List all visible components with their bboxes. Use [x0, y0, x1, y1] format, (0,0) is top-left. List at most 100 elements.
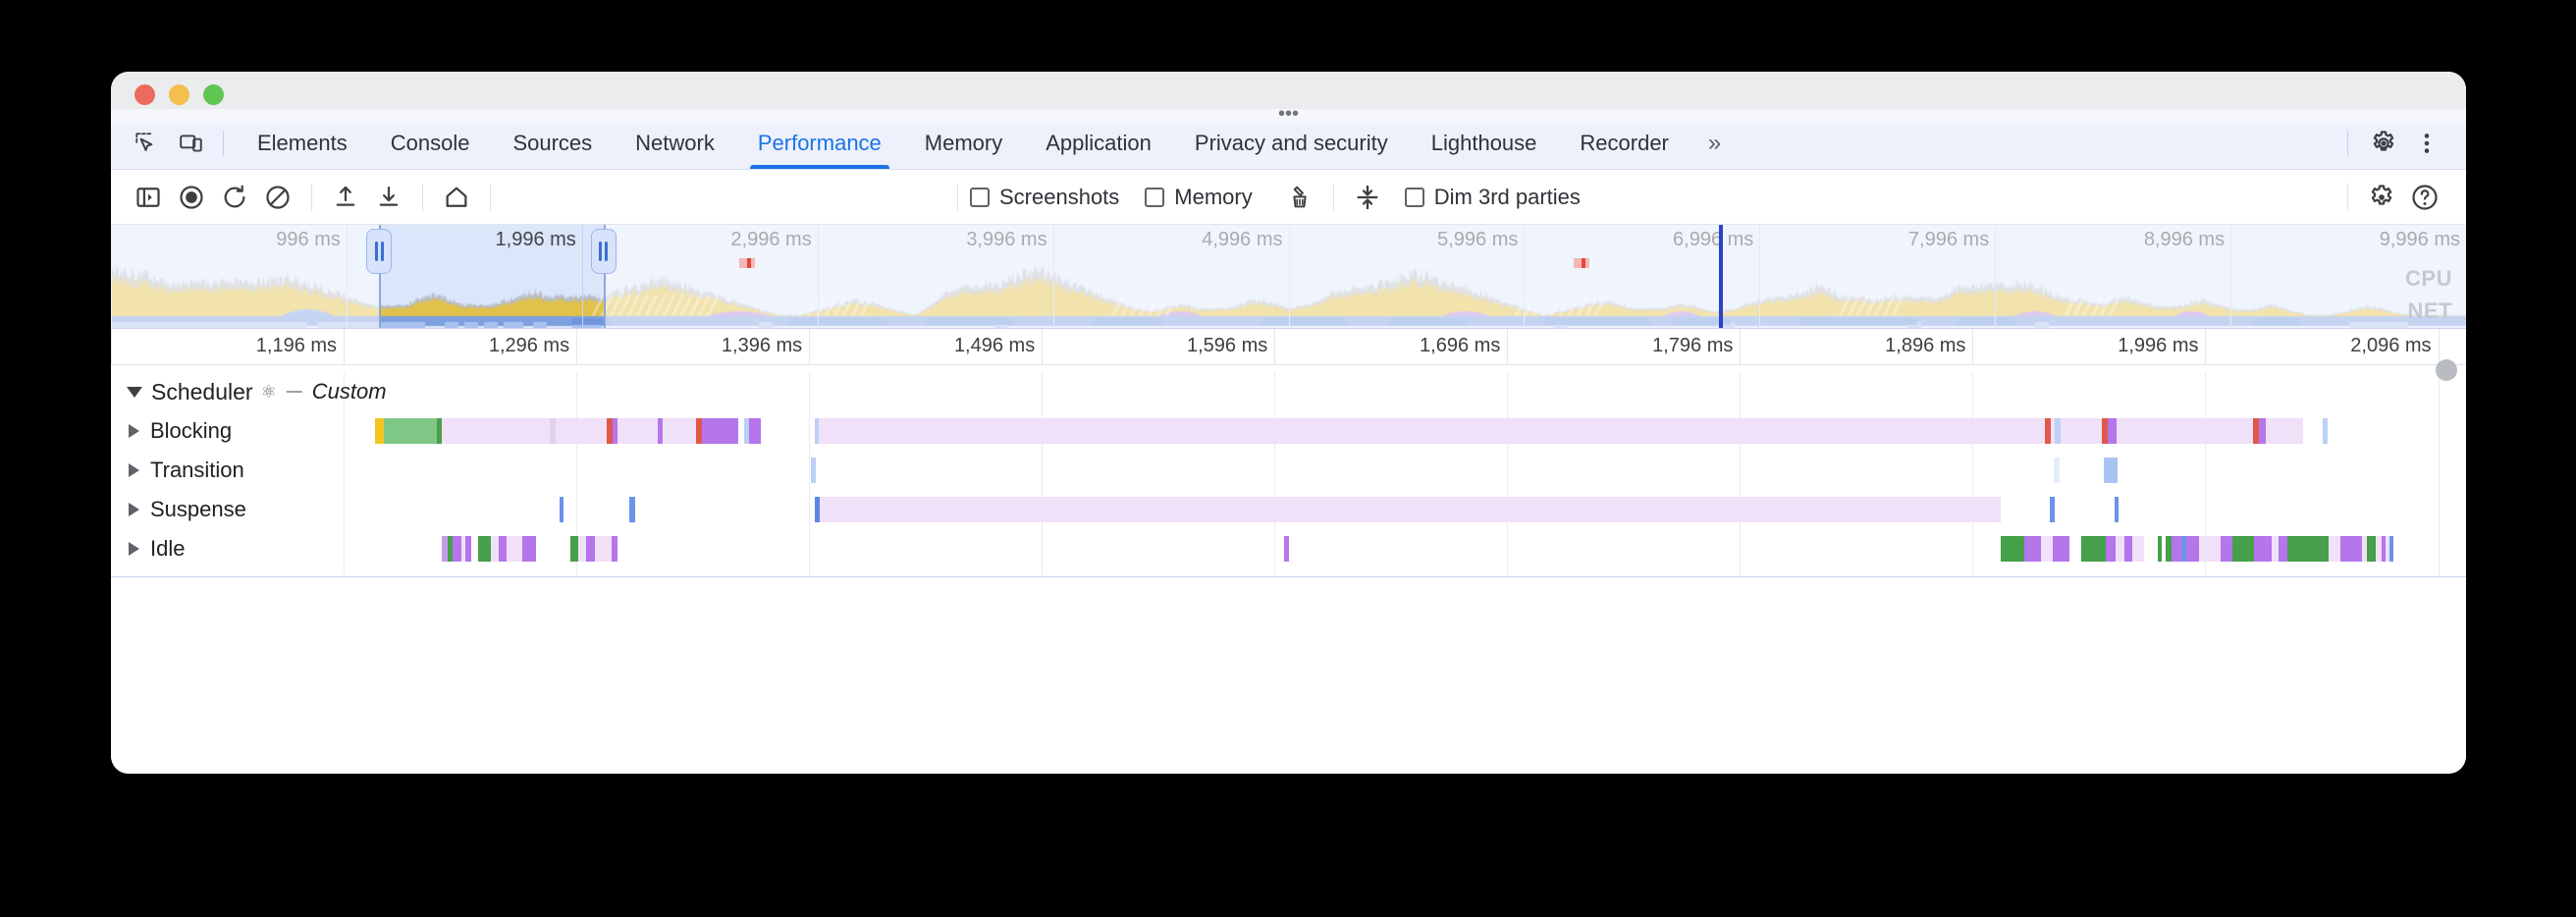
flame-event[interactable]: [2053, 536, 2069, 562]
flame-event[interactable]: [2287, 536, 2329, 562]
flame-event[interactable]: [2323, 418, 2328, 444]
flame-event[interactable]: [2001, 536, 2024, 562]
flame-event[interactable]: [586, 536, 595, 562]
expand-collapse-icon[interactable]: [1346, 176, 1389, 219]
flame-event[interactable]: [819, 418, 2303, 444]
flame-event[interactable]: [612, 536, 617, 562]
flame-event[interactable]: [570, 536, 578, 562]
flame-event[interactable]: [491, 536, 499, 562]
flame-event[interactable]: [2329, 536, 2340, 562]
capture-settings-icon[interactable]: [2360, 176, 2403, 219]
flame-event[interactable]: [811, 458, 816, 483]
flame-event[interactable]: [815, 497, 820, 522]
flame-event[interactable]: [749, 418, 761, 444]
flame-event[interactable]: [2041, 536, 2053, 562]
overview-selection-edge-right[interactable]: [603, 225, 606, 328]
flame-event[interactable]: [448, 536, 453, 562]
flame-event[interactable]: [556, 418, 607, 444]
flame-event[interactable]: [2050, 497, 2055, 522]
garbage-collect-icon[interactable]: [1278, 176, 1321, 219]
flame-event[interactable]: [2108, 418, 2117, 444]
track-blocking[interactable]: Blocking: [111, 411, 356, 451]
toggle-sidebar-icon[interactable]: [127, 176, 170, 219]
flame-event[interactable]: [453, 536, 461, 562]
flame-event[interactable]: [2045, 418, 2051, 444]
flame-event[interactable]: [702, 418, 709, 444]
close-window-button[interactable]: [134, 83, 155, 105]
help-icon[interactable]: [2403, 176, 2446, 219]
flame-event[interactable]: [550, 418, 556, 444]
flame-event[interactable]: [2162, 536, 2166, 562]
flame-event[interactable]: [2376, 536, 2382, 562]
flame-event[interactable]: [560, 497, 564, 522]
flame-event[interactable]: [384, 418, 437, 444]
flame-event[interactable]: [2389, 536, 2393, 562]
flame-event[interactable]: [2362, 536, 2367, 562]
chevron-right-icon[interactable]: [129, 424, 139, 438]
flame-event[interactable]: [522, 536, 536, 562]
device-toolbar-icon[interactable]: [172, 124, 211, 163]
flame-event[interactable]: [2367, 536, 2376, 562]
more-options-icon[interactable]: [2407, 124, 2446, 163]
reload-and-record-icon[interactable]: [213, 176, 256, 219]
flame-event[interactable]: [2172, 536, 2181, 562]
flame-event[interactable]: [2081, 536, 2106, 562]
screenshots-checkbox-box[interactable]: [970, 187, 990, 207]
chevron-right-icon[interactable]: [129, 503, 139, 516]
flame-event[interactable]: [578, 536, 586, 562]
flame-event[interactable]: [442, 418, 550, 444]
track-suspense[interactable]: Suspense: [111, 490, 356, 529]
flame-event[interactable]: [2024, 536, 2041, 562]
flame-event[interactable]: [2115, 497, 2119, 522]
tab-sources[interactable]: Sources: [512, 131, 593, 155]
flame-event[interactable]: [663, 418, 696, 444]
flame-event[interactable]: [2166, 536, 2172, 562]
flame-event[interactable]: [2279, 536, 2287, 562]
dim-3rd-parties-checkbox[interactable]: Dim 3rd parties: [1404, 185, 1581, 210]
flame-event[interactable]: [2386, 536, 2389, 562]
flame-event[interactable]: [1284, 536, 1289, 562]
flame-lane-transition[interactable]: [111, 458, 2466, 483]
flame-event[interactable]: [2199, 536, 2221, 562]
flame-event[interactable]: [658, 418, 663, 444]
flame-event[interactable]: [2055, 418, 2061, 444]
timeline-scrollbar-thumb[interactable]: [2436, 359, 2457, 381]
clear-icon[interactable]: [256, 176, 299, 219]
flame-event[interactable]: [461, 536, 465, 562]
flame-lane-suspense[interactable]: [111, 497, 2466, 522]
track-transition[interactable]: Transition: [111, 451, 356, 490]
flame-event[interactable]: [507, 536, 522, 562]
flame-event[interactable]: [2054, 458, 2060, 483]
download-profile-icon[interactable]: [367, 176, 410, 219]
memory-checkbox-box[interactable]: [1145, 187, 1165, 207]
flame-event[interactable]: [2102, 418, 2108, 444]
flame-event[interactable]: [607, 418, 613, 444]
flame-event[interactable]: [2124, 536, 2132, 562]
tab-performance[interactable]: Performance: [736, 118, 903, 169]
dim-3rd-parties-checkbox-box[interactable]: [1404, 187, 1424, 207]
flame-event[interactable]: [709, 418, 738, 444]
flame-event[interactable]: [2186, 536, 2199, 562]
record-icon[interactable]: [170, 176, 213, 219]
timeline-overview[interactable]: 996 ms1,996 ms2,996 ms3,996 ms4,996 ms5,…: [111, 225, 2466, 328]
tab-lighthouse[interactable]: Lighthouse: [1430, 131, 1537, 155]
tab-network[interactable]: Network: [635, 131, 715, 155]
flame-event[interactable]: [437, 418, 442, 444]
screenshots-checkbox[interactable]: Screenshots: [970, 185, 1119, 210]
flame-event[interactable]: [820, 497, 2001, 522]
overview-handle-right[interactable]: [590, 229, 617, 274]
upload-profile-icon[interactable]: [324, 176, 367, 219]
flame-event[interactable]: [2340, 536, 2362, 562]
flame-event[interactable]: [2158, 536, 2162, 562]
chevron-right-icon[interactable]: [129, 463, 139, 477]
home-icon[interactable]: [435, 176, 478, 219]
flame-event[interactable]: [613, 418, 617, 444]
flame-event[interactable]: [696, 418, 702, 444]
flame-event[interactable]: [2382, 536, 2386, 562]
tab-application[interactable]: Application: [1046, 131, 1152, 155]
tab-elements[interactable]: Elements: [257, 131, 348, 155]
flame-event[interactable]: [2104, 458, 2118, 483]
flame-event[interactable]: [2116, 536, 2124, 562]
overview-selection-edge-left[interactable]: [379, 225, 382, 328]
